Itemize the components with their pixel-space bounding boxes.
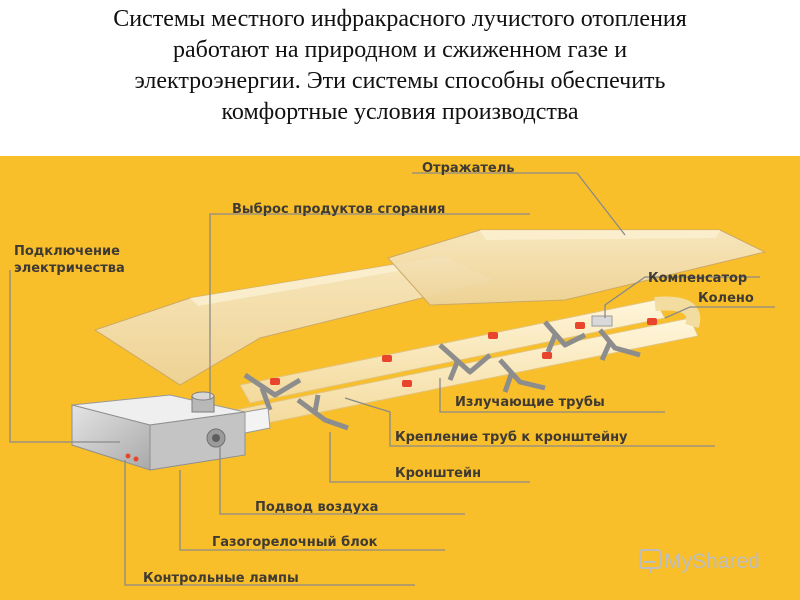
title-line-4: комфортные условия производства [221,99,579,125]
bracket-5 [543,320,587,353]
label-tube-mount: Крепление труб к кронштейну [395,430,628,445]
callout-lines [9,172,775,586]
bracket-1 [243,372,302,411]
label-power-line2: электричества [14,261,125,276]
title-line-3: электроэнергии. Эти системы способны обе… [134,68,666,94]
label-elbow: Колено [698,291,754,306]
label-burner: Газогорелочный блок [212,535,378,550]
diagram-labels: Отражатель Выброс продуктов сгорания Под… [14,161,754,586]
reflector-right [387,229,767,306]
watermark: MyShared [639,549,760,573]
heater-diagram-svg: Отражатель Выброс продуктов сгорания Под… [9,161,775,586]
watermark-text: MyShared [664,550,760,573]
label-control-lamps: Контрольные лампы [143,571,299,586]
label-air-supply: Подвод воздуха [255,500,378,515]
elbow-pipe [654,296,701,329]
title-line-1: Системы местного инфракрасного лучистого… [113,6,687,32]
label-exhaust: Выброс продуктов сгорания [232,202,445,217]
slide-title: Системы местного инфракрасного лучистого… [0,4,800,128]
bracket-4 [498,358,546,393]
label-power-line1: Подключение [14,244,120,259]
label-compensator: Компенсатор [648,271,747,286]
projector-icon [639,549,661,569]
bracket-3 [438,343,492,381]
burner-block [71,391,271,471]
title-line-2: работают на природном и сжиженном газе и [172,37,628,63]
heater-diagram: Отражатель Выброс продуктов сгорания Под… [0,156,800,600]
label-reflector: Отражатель [422,161,514,176]
compensator [591,315,613,327]
bracket-6 [598,328,641,362]
bracket-2 [296,394,349,431]
label-bracket: Кронштейн [395,466,481,481]
tube-clamps [270,318,657,387]
label-radiant-tubes: Излучающие трубы [455,395,605,410]
